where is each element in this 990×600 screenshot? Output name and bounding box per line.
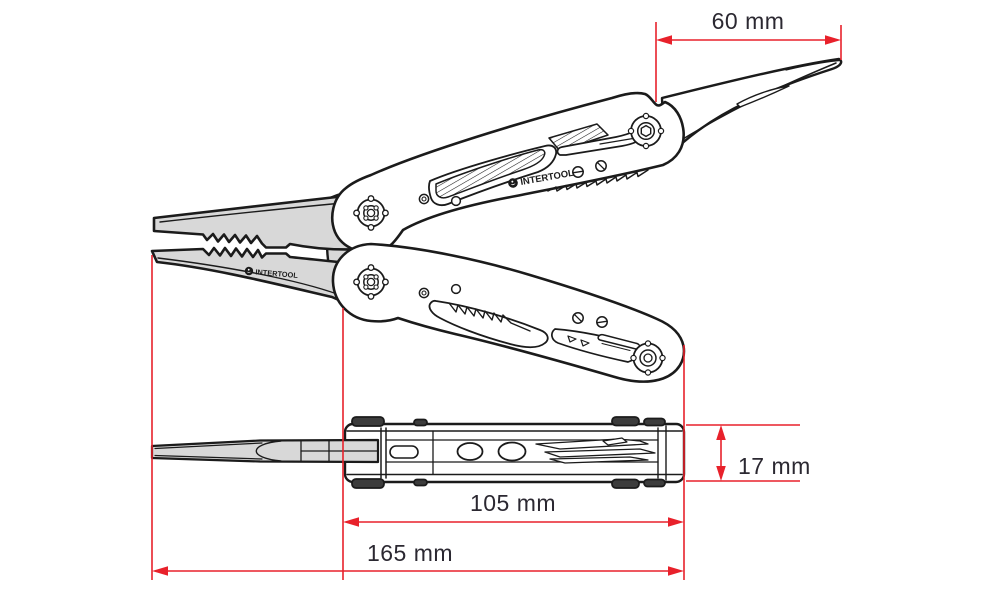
dim-closed-length-label: 105 mm xyxy=(470,490,556,516)
file-serration-edge xyxy=(547,169,649,192)
arrowhead-icon xyxy=(152,566,168,576)
handle-hole-ring xyxy=(418,287,430,299)
dimensions: 60 mm 17 mm 105 mm 165 mm xyxy=(151,8,842,580)
arrowhead-icon xyxy=(343,517,359,527)
hatched-grip-right xyxy=(548,123,609,152)
folded-tool-slat xyxy=(544,448,656,458)
knife-blade xyxy=(660,57,843,149)
pivot-rivet-icon xyxy=(353,264,389,300)
saw-teeth xyxy=(448,302,531,332)
arrowhead-icon xyxy=(716,466,726,481)
folded-hole xyxy=(456,442,484,461)
intertool-logo-icon xyxy=(508,178,518,188)
open-view: INTERTOOL xyxy=(150,57,843,383)
folded-pliers-nose xyxy=(150,438,380,464)
handle-hole xyxy=(450,283,462,295)
arrowhead-icon xyxy=(656,35,672,45)
folded-hole xyxy=(497,441,527,462)
handle-hole-ring xyxy=(418,193,430,205)
pivot-rivet-icon xyxy=(353,195,389,231)
intertool-logo-jaw: INTERTOOL xyxy=(244,266,299,280)
hex-bolt-icon xyxy=(627,112,665,150)
dim-overall-length-label: 165 mm xyxy=(367,540,453,566)
hatched-grip-left xyxy=(435,148,546,199)
dimension-overall-length: 165 mm xyxy=(151,255,684,580)
lower-handle xyxy=(331,242,686,383)
upper-handle: INTERTOOL xyxy=(331,91,685,254)
folded-tool-slat xyxy=(602,437,628,446)
arrowhead-icon xyxy=(668,517,684,527)
intertool-logo-text-jaw: INTERTOOL xyxy=(255,267,299,280)
pivot-rivet-icon xyxy=(630,340,666,376)
dimension-body-thickness: 17 mm xyxy=(686,424,811,482)
saw-cutout xyxy=(428,299,549,349)
handle-hole xyxy=(450,195,462,207)
dim-blade-length-label: 60 mm xyxy=(712,8,785,34)
dim-body-thickness-label: 17 mm xyxy=(738,453,811,479)
dimension-closed-length: 105 mm xyxy=(342,308,685,580)
dimension-blade-length: 60 mm xyxy=(655,8,842,102)
intertool-logo-icon xyxy=(244,266,254,276)
folded-slot xyxy=(389,445,419,459)
arrowhead-icon xyxy=(668,566,684,576)
folded-tool-slat xyxy=(549,456,649,464)
folded-view xyxy=(150,416,686,489)
knife-spine-line xyxy=(785,59,841,71)
arrowhead-icon xyxy=(825,35,841,45)
handle-clips xyxy=(351,416,666,489)
arrowhead-icon xyxy=(716,425,726,440)
lower-jaw-bevel-line xyxy=(157,257,346,298)
knife-nail-nick xyxy=(736,85,790,108)
